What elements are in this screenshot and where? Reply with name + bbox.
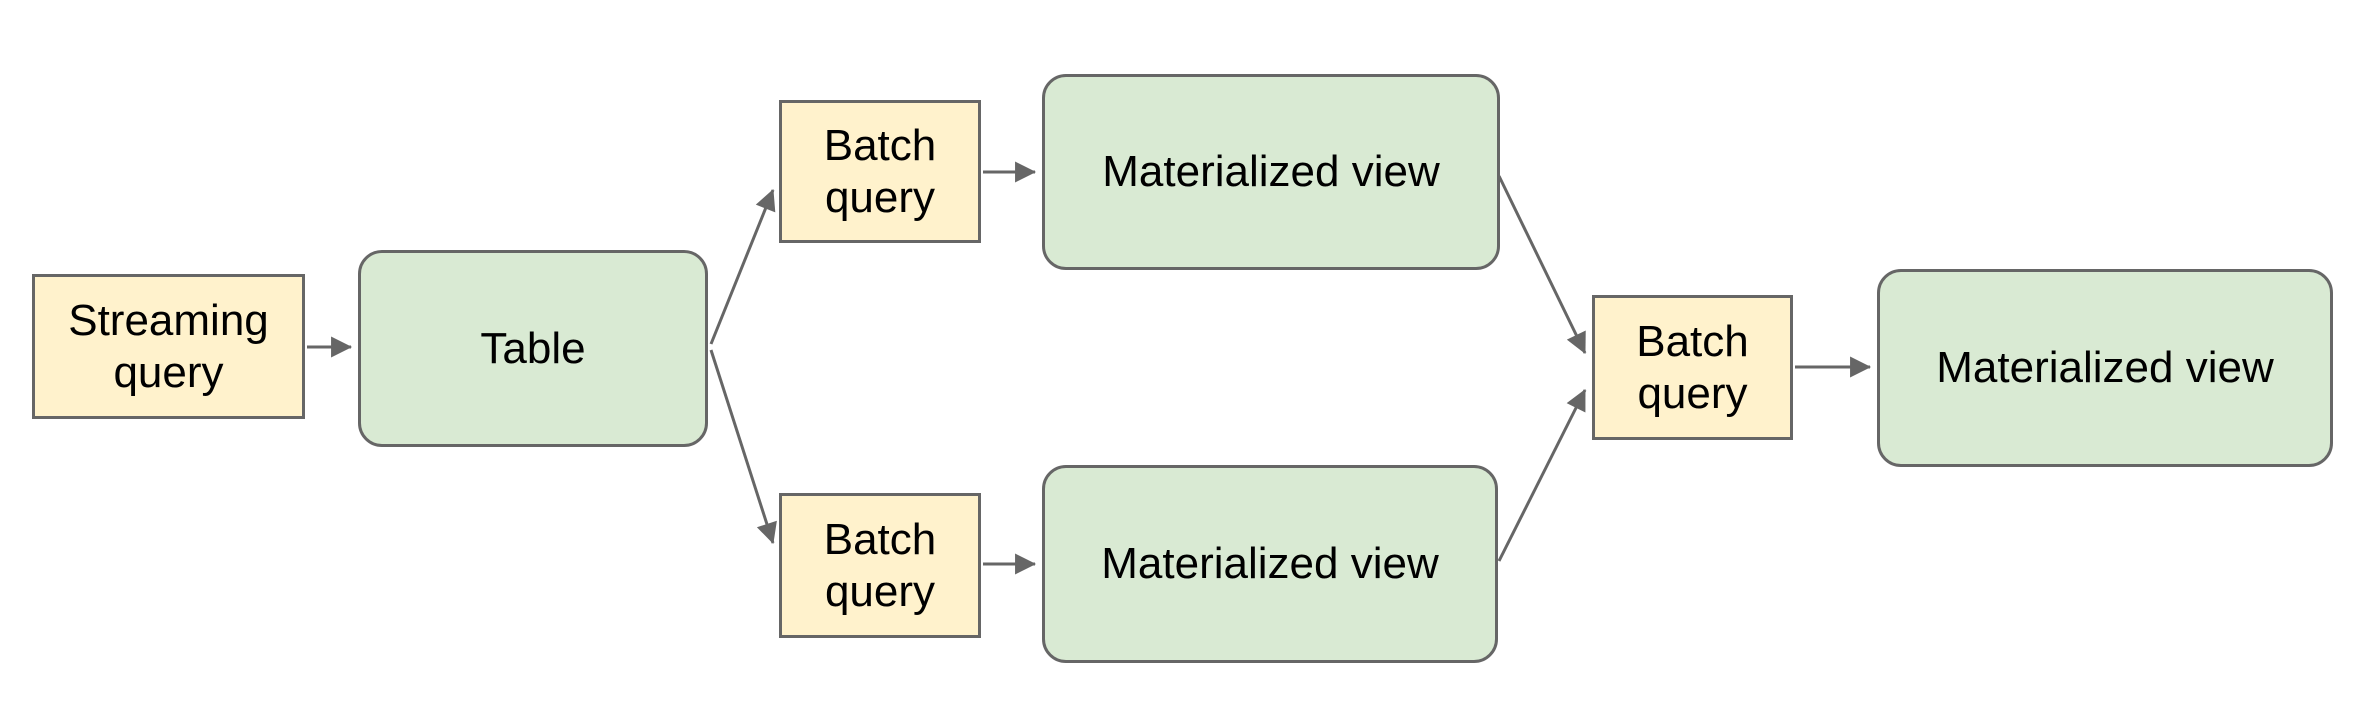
node-table: Table	[358, 250, 708, 447]
node-materialized-view-bottom: Materialized view	[1042, 465, 1498, 663]
edge-table-to-batch-query-top	[709, 189, 776, 345]
node-batch-query-top-label: Batch query	[823, 120, 937, 222]
node-streaming-query-label: Streaming query	[68, 295, 269, 397]
edge-materialized-view-bottom-to-batch-query-final	[1497, 389, 1587, 562]
node-batch-query-bottom: Batch query	[779, 493, 981, 638]
node-materialized-view-bottom-label: Materialized view	[1101, 539, 1439, 589]
node-batch-query-final-label: Batch query	[1636, 316, 1749, 418]
node-materialized-view-final: Materialized view	[1877, 269, 2333, 467]
node-batch-query-bottom-label: Batch query	[823, 514, 937, 616]
node-materialized-view-top-label: Materialized view	[1102, 147, 1440, 197]
node-materialized-view-final-label: Materialized view	[1936, 343, 2274, 393]
node-materialized-view-top: Materialized view	[1042, 74, 1500, 270]
node-batch-query-final: Batch query	[1592, 295, 1793, 440]
node-table-label: Table	[480, 323, 586, 373]
node-batch-query-top: Batch query	[779, 100, 981, 243]
edge-table-to-batch-query-bottom	[709, 349, 777, 544]
node-streaming-query: Streaming query	[32, 274, 305, 419]
edge-materialized-view-top-to-batch-query-final	[1497, 175, 1587, 354]
